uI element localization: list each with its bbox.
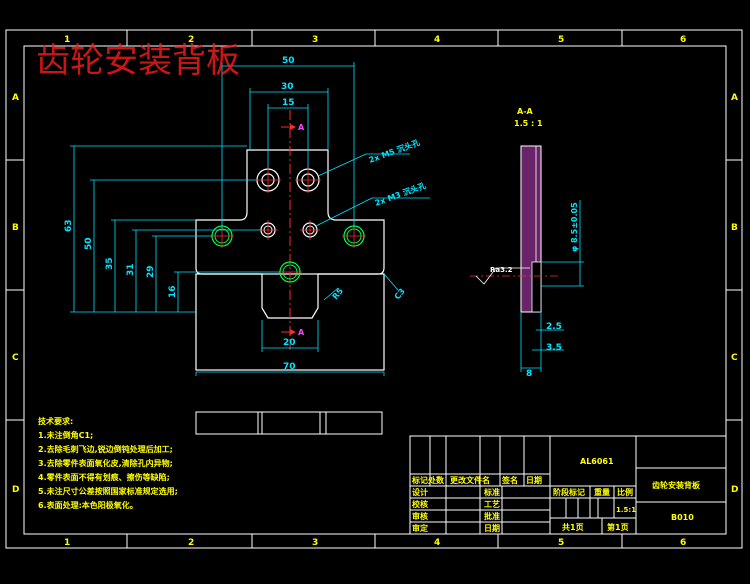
zone-row-c-right: C [731,353,738,363]
tech-req-item-6: 6.表面处理:本色阳极氧化。 [38,500,138,510]
dim-15: 15 [282,98,295,108]
zone-row-d-right: D [731,485,738,495]
zone-col-3-top: 3 [312,35,318,45]
zone-col-1-bottom: 1 [64,538,70,548]
zone-row-d-left: D [12,485,19,495]
dim-35: 35 [105,257,115,270]
stage-mark-label: 阶段标记 [553,487,585,497]
watermark-title: 齿轮安装背板 [36,41,240,81]
section-view: A-A 1.5 : 1 φ 8.5±0.05 Ra3.2 2.5 3.5 8 [470,107,584,379]
zone-col-2-top: 2 [188,35,194,45]
strip-box [195,411,383,435]
zone-col-4-bottom: 4 [434,538,440,548]
section-dim-dia: φ 8.5±0.05 [570,202,579,252]
row-2-b: 工艺 [484,499,500,509]
tech-req-item-4: 4.零件表面不得有划痕、擦伤等缺陷; [38,472,170,482]
dim-16: 16 [168,285,178,298]
row-4-b: 日期 [484,523,500,533]
sheet-total: 共1页 [562,522,584,532]
note-m3: 2x M3 沉头孔 [373,180,427,208]
section-dim-8: 8 [526,369,532,379]
zone-row-b-right: B [731,223,738,233]
front-dim-text: 50 30 15 20 70 63 50 35 31 29 16 2x M5 沉… [64,56,427,372]
weight-label: 重量 [594,487,610,497]
section-mark-top: A [298,123,305,132]
row-3-a: 审核 [412,511,428,521]
row-3-b: 批准 [484,511,500,521]
dim-20: 20 [283,338,296,348]
row-1-b: 标准 [483,487,500,497]
zone-row-b-left: B [12,223,19,233]
section-dim-35: 3.5 [546,343,562,353]
front-dim-lines [70,62,430,376]
header-cell-2: 更改文件名 [450,475,490,485]
scale-label: 比例 [617,487,633,497]
section-title: A-A [517,107,534,116]
tech-req-item-1: 1.未注倒角C1; [38,430,93,440]
section-mark-bottom: A [298,328,305,337]
note-m5: 2x M5 沉头孔 [367,137,421,165]
dim-70: 70 [283,362,296,372]
tech-req-item-5: 5.未注尺寸公差按照国家标准规定选用; [38,486,178,496]
drawing-number: AL6061 [580,457,614,466]
zone-labels: 1 2 3 4 5 6 1 2 3 4 5 6 A B C D A B C D [12,35,738,548]
title-block-text: AL6061 齿轮安装背板 B010 1.5:1 标记处数 更改文件名 签名 日… [411,457,701,533]
dim-31: 31 [126,263,136,276]
outer-frame [5,29,743,549]
zone-col-2-bottom: 2 [188,538,194,548]
zone-col-4-top: 4 [434,35,440,45]
tech-req-item-2: 2.去除毛刺飞边,锐边倒钝处理后加工; [38,444,173,454]
row-2-a: 校核 [412,499,428,509]
dim-50: 50 [282,56,295,66]
dim-30: 30 [281,82,294,92]
zone-ticks [6,30,742,548]
zone-row-a-right: A [731,93,738,103]
dim-29: 29 [146,265,156,278]
dim-50-vertical: 50 [84,237,94,250]
hole-crosshairs [210,167,366,273]
tech-req-heading: 技术要求: [38,416,73,426]
row-4-a: 审定 [412,523,428,533]
holes [211,168,365,283]
corner-label: C3 [393,287,407,302]
part-name: 齿轮安装背板 [652,480,701,490]
zone-col-5-top: 5 [558,35,564,45]
zone-col-3-bottom: 3 [312,538,318,548]
header-cell-4: 日期 [526,475,542,485]
zone-col-6-top: 6 [680,35,686,45]
dim-63: 63 [64,219,74,232]
chamfer-label: R5 [331,286,346,301]
tech-requirements: 技术要求: 1.未注倒角C1; 2.去除毛刺飞边,锐边倒钝处理后加工; 3.去除… [38,416,178,510]
section-scale: 1.5 : 1 [514,119,543,128]
section-bore [531,261,542,313]
sheet-number: 第1页 [607,522,629,532]
section-dim-ra: Ra3.2 [490,266,513,274]
section-dim-25: 2.5 [546,322,562,332]
zone-row-c-left: C [12,353,19,363]
row-1-a: 设计 [412,487,428,497]
header-cell-1: 标记处数 [411,475,445,485]
title-block-grid [409,435,727,535]
zone-row-a-left: A [12,93,19,103]
tech-req-item-3: 3.去除零件表面氧化皮,清除孔内异物; [38,458,173,468]
zone-col-1-top: 1 [64,35,70,45]
zone-col-5-bottom: 5 [558,538,564,548]
scale-value: 1.5:1 [616,506,636,514]
section-markers: A A [281,123,305,337]
zone-col-6-bottom: 6 [680,538,686,548]
header-cell-3: 签名 [501,475,518,485]
part-code: B010 [671,513,694,522]
